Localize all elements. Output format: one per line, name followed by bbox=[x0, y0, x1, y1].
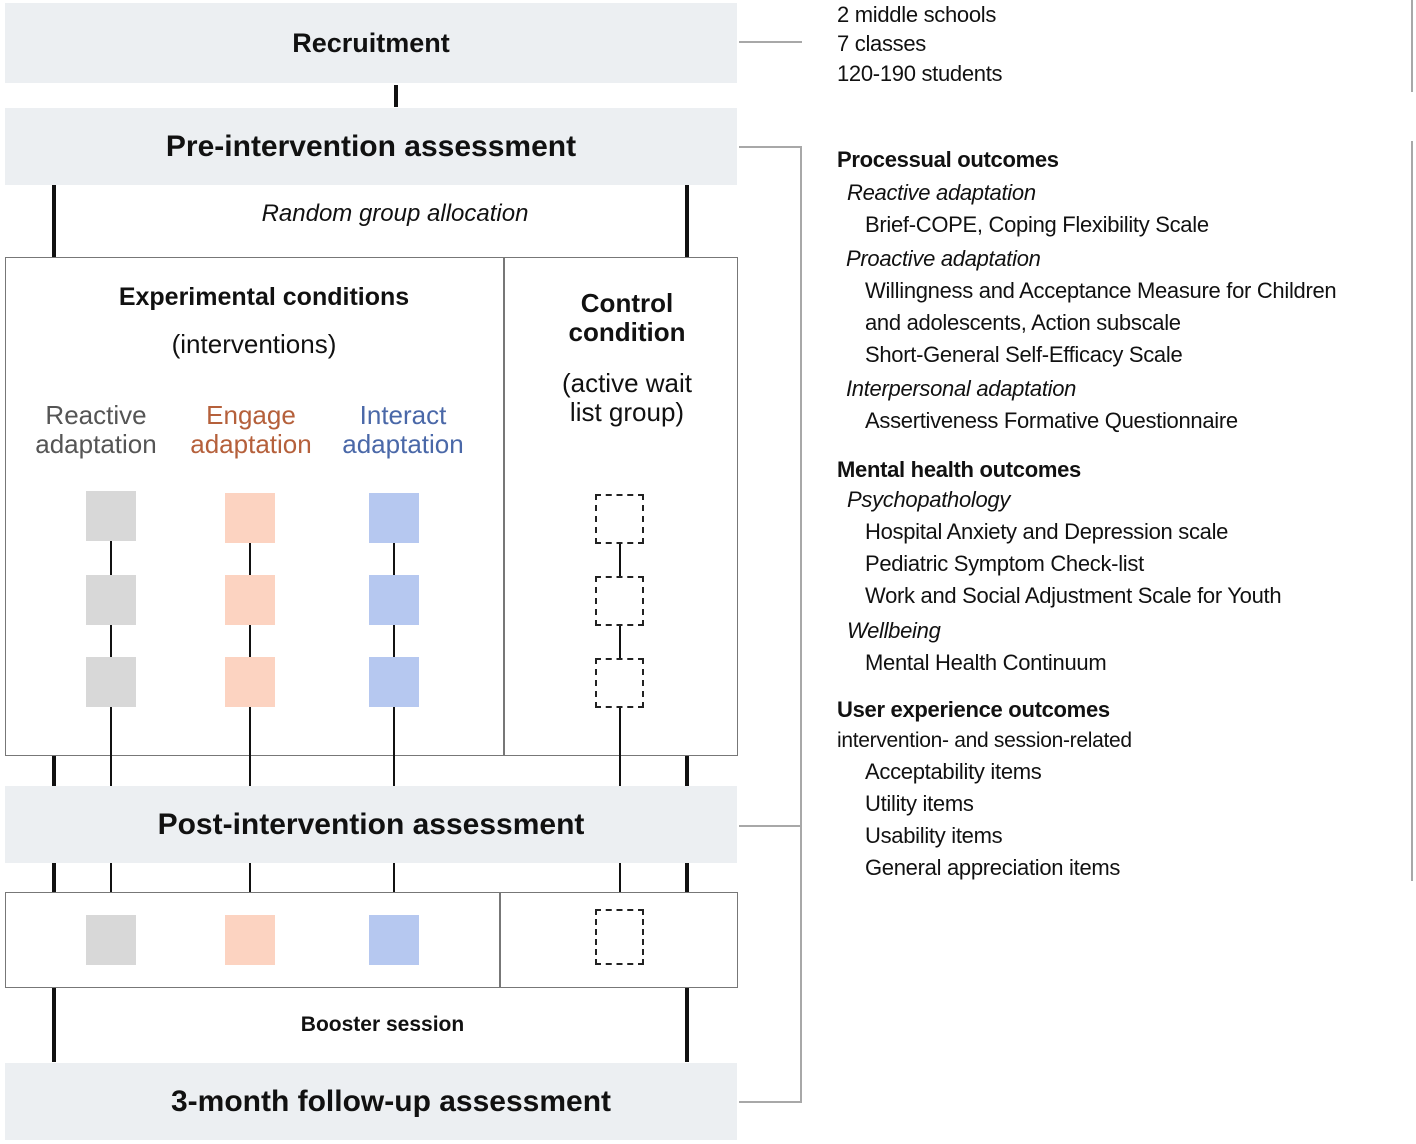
outcome-group-label: Proactive adaptation bbox=[846, 246, 1041, 271]
arm-line-interact bbox=[393, 863, 395, 915]
control-title: Control condition bbox=[504, 289, 750, 347]
outcome-measure: Short-General Self-Efficacy Scale bbox=[865, 342, 1183, 367]
experimental-subtitle: (interventions) bbox=[171, 329, 337, 359]
right-edge-line bbox=[1411, 141, 1413, 881]
experimental-title: Experimental conditions bbox=[118, 283, 410, 311]
arm-label-line2: adaptation bbox=[190, 429, 312, 459]
control-title-line1: Control bbox=[580, 288, 674, 318]
outcome-measure: Willingness and Acceptance Measure for C… bbox=[865, 278, 1337, 303]
outcome-measure: Brief-COPE, Coping Flexibility Scale bbox=[865, 212, 1209, 237]
control-subtitle-line2: list group) bbox=[569, 397, 685, 427]
booster-panel-divider bbox=[499, 892, 501, 988]
post-intervention-label: Post-intervention assessment bbox=[157, 807, 585, 841]
arm-label-line1: Interact bbox=[359, 400, 447, 430]
pre-intervention-stage: Pre-intervention assessment bbox=[5, 108, 737, 185]
outcome-measure: Assertiveness Formative Questionnaire bbox=[865, 408, 1238, 433]
booster-block-engage bbox=[225, 915, 275, 965]
session-block-control bbox=[595, 494, 644, 544]
session-block-engage bbox=[225, 575, 275, 625]
rail-right bbox=[685, 756, 689, 786]
recruitment-info-connector bbox=[739, 41, 802, 43]
control-title-line2: condition bbox=[568, 317, 686, 347]
followup-label: 3-month follow-up assessment bbox=[170, 1084, 612, 1118]
rail-left bbox=[52, 863, 56, 892]
control-subtitle: (active wait list group) bbox=[504, 369, 750, 427]
booster-block-interact bbox=[369, 915, 419, 965]
rail-right bbox=[685, 863, 689, 892]
arm-line-interact bbox=[393, 515, 395, 915]
outcomes-bracket bbox=[800, 146, 802, 1103]
panel-divider bbox=[503, 257, 505, 756]
arm-line-reactive bbox=[110, 863, 112, 915]
outcomes-connector-followup bbox=[739, 1101, 802, 1103]
arm-line-control bbox=[619, 515, 621, 910]
outcomes-connector-pre bbox=[739, 146, 802, 148]
recruitment-info-schools: 2 middle schools bbox=[837, 2, 997, 27]
session-block-engage bbox=[225, 657, 275, 707]
recruitment-info-classes: 7 classes bbox=[837, 31, 927, 56]
booster-block-control bbox=[595, 909, 644, 965]
outcome-measure: Utility items bbox=[865, 791, 974, 816]
processual-outcomes-heading: Processual outcomes bbox=[837, 147, 1059, 172]
right-edge-line bbox=[1411, 0, 1413, 92]
outcome-measure: Usability items bbox=[865, 823, 1003, 848]
followup-stage: 3-month follow-up assessment bbox=[5, 1063, 737, 1140]
arm-label-line1: Engage bbox=[206, 400, 296, 430]
recruitment-info-students: 120-190 students bbox=[837, 61, 1003, 86]
connector-line bbox=[394, 85, 398, 107]
rail-left bbox=[52, 185, 56, 257]
arm-label-line1: Reactive bbox=[45, 400, 147, 430]
outcome-group-label: Interpersonal adaptation bbox=[846, 376, 1077, 401]
arm-line-engage bbox=[249, 863, 251, 915]
arm-label-line2: adaptation bbox=[342, 429, 464, 459]
outcome-measure: General appreciation items bbox=[865, 855, 1121, 880]
pre-intervention-label: Pre-intervention assessment bbox=[165, 129, 577, 163]
session-block-interact bbox=[369, 575, 419, 625]
booster-session-label: Booster session bbox=[300, 1013, 465, 1036]
rail-left bbox=[52, 988, 56, 1062]
session-block-reactive bbox=[86, 657, 136, 707]
outcome-group-label: Wellbeing bbox=[847, 618, 941, 643]
rail-right bbox=[685, 988, 689, 1062]
outcome-measure: Hospital Anxiety and Depression scale bbox=[865, 519, 1229, 544]
ux-outcomes-heading: User experience outcomes bbox=[837, 697, 1110, 722]
arm-label-interact: Interact adaptation bbox=[328, 401, 478, 459]
post-intervention-stage: Post-intervention assessment bbox=[5, 786, 737, 863]
session-block-reactive bbox=[86, 491, 136, 541]
arm-label-reactive: Reactive adaptation bbox=[21, 401, 171, 459]
arm-line-engage bbox=[249, 515, 251, 915]
session-block-control bbox=[595, 658, 644, 708]
arm-label-line2: adaptation bbox=[35, 429, 157, 459]
arm-label-engage: Engage adaptation bbox=[176, 401, 326, 459]
outcome-group-label: Psychopathology bbox=[847, 487, 1011, 512]
outcome-measure: Acceptability items bbox=[865, 759, 1042, 784]
session-block-reactive bbox=[86, 575, 136, 625]
arm-line-reactive bbox=[110, 515, 112, 915]
outcomes-connector-post bbox=[739, 825, 802, 827]
session-block-interact bbox=[369, 493, 419, 543]
mental-health-outcomes-heading: Mental health outcomes bbox=[837, 457, 1081, 482]
ux-outcomes-subheading: intervention- and session-related bbox=[837, 729, 1132, 752]
booster-block-reactive bbox=[86, 915, 136, 965]
outcome-measure: and adolescents, Action subscale bbox=[865, 310, 1181, 335]
random-allocation-label: Random group allocation bbox=[261, 200, 529, 227]
control-subtitle-line1: (active wait bbox=[561, 368, 693, 398]
arm-line-control bbox=[619, 863, 621, 892]
outcome-measure: Work and Social Adjustment Scale for You… bbox=[865, 583, 1282, 608]
recruitment-label: Recruitment bbox=[292, 27, 450, 58]
session-block-interact bbox=[369, 657, 419, 707]
outcome-group-label: Reactive adaptation bbox=[847, 180, 1036, 205]
recruitment-stage: Recruitment bbox=[5, 3, 737, 83]
session-block-engage bbox=[225, 493, 275, 543]
rail-right bbox=[685, 185, 689, 257]
session-block-control bbox=[595, 576, 644, 626]
outcome-measure: Mental Health Continuum bbox=[865, 650, 1107, 675]
rail-left bbox=[52, 756, 56, 786]
outcome-measure: Pediatric Symptom Check-list bbox=[865, 551, 1144, 576]
